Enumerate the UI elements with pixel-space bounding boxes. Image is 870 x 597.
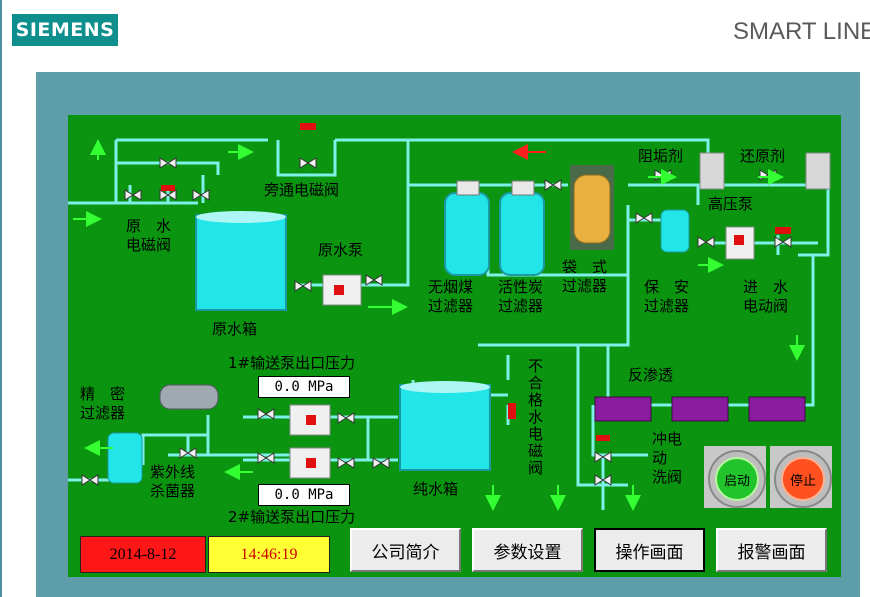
ro-membranes bbox=[594, 396, 806, 422]
anthracite-filter-label: 无烟煤 过滤器 bbox=[428, 278, 474, 315]
transfer-pump-2 bbox=[289, 447, 331, 479]
operation-screen-button[interactable]: 操作画面 bbox=[594, 528, 705, 572]
carbon-filter-vessel bbox=[499, 180, 545, 276]
pressure-2-value: 0.0 MPa bbox=[258, 484, 350, 506]
uv-sterilizer bbox=[159, 384, 219, 410]
pure-water-tank-label: 纯水箱 bbox=[413, 480, 459, 498]
title-bar bbox=[0, 0, 870, 64]
product-name: SMART LINE bbox=[733, 18, 870, 45]
raw-water-tank bbox=[195, 211, 287, 311]
bag-filter-label: 袋 式 过滤器 bbox=[562, 258, 608, 295]
alarm-screen-button[interactable]: 报警画面 bbox=[716, 528, 827, 572]
stop-button-label: 停止 bbox=[781, 457, 825, 501]
uv-sterilizer-label: 紫外线 杀菌器 bbox=[150, 463, 196, 500]
process-diagram bbox=[68, 123, 832, 511]
parameter-settings-button[interactable]: 参数设置 bbox=[472, 528, 583, 572]
flush-valve-label: 冲电 动 洗阀 bbox=[652, 430, 683, 486]
ro-label: 反渗透 bbox=[628, 366, 674, 384]
precision-filter-label: 精 密 过滤器 bbox=[80, 385, 126, 422]
high-pressure-pump bbox=[725, 226, 755, 260]
pressure-1-value: 0.0 MPa bbox=[258, 376, 350, 398]
bag-filter-vessel bbox=[570, 165, 614, 250]
hp-pump-label: 高压泵 bbox=[708, 195, 754, 213]
process-screen: 旁通电磁阀 原 水 电磁阀 原水泵 原水箱 无烟煤 过滤器 活性炭 过滤器 袋 … bbox=[68, 115, 841, 577]
reject-valve-label: 不 合 格 水 电 磁 阀 bbox=[528, 357, 544, 477]
time-display: 14:46:19 bbox=[208, 536, 330, 573]
pressure-2-label: 2#输送泵出口压力 bbox=[228, 508, 356, 526]
siemens-logo: SIEMENS bbox=[12, 14, 118, 46]
reductant-label: 还原剂 bbox=[740, 147, 786, 165]
carbon-filter-label: 活性炭 过滤器 bbox=[498, 278, 544, 315]
start-button-label: 启动 bbox=[715, 457, 759, 501]
raw-water-tank-label: 原水箱 bbox=[212, 320, 258, 338]
valve-actuators bbox=[161, 123, 791, 441]
pressure-1-label: 1#输送泵出口压力 bbox=[228, 354, 356, 372]
company-intro-button[interactable]: 公司简介 bbox=[350, 528, 461, 572]
frame-edge bbox=[0, 0, 2, 597]
stop-button[interactable]: 停止 bbox=[774, 450, 832, 508]
precision-filter-vessel bbox=[107, 432, 143, 484]
antiscalant-label: 阻垢剂 bbox=[638, 147, 684, 165]
bypass-valve-label: 旁通电磁阀 bbox=[264, 181, 340, 199]
raw-water-valve-label: 原 水 电磁阀 bbox=[126, 217, 172, 254]
start-button[interactable]: 启动 bbox=[708, 450, 766, 508]
safety-filter-label: 保 安 过滤器 bbox=[644, 278, 690, 315]
pure-water-tank bbox=[399, 381, 491, 471]
raw-water-pump-label: 原水泵 bbox=[318, 241, 364, 259]
chemical-tanks bbox=[699, 152, 831, 190]
inlet-valve-label: 进 水 电动阀 bbox=[743, 278, 789, 315]
transfer-pump-1 bbox=[289, 404, 331, 436]
raw-water-pump bbox=[322, 274, 362, 306]
safety-filter-vessel bbox=[660, 209, 690, 253]
date-display: 2014-8-12 bbox=[80, 536, 206, 573]
flow-arrows bbox=[73, 139, 805, 511]
anthracite-filter-vessel bbox=[444, 180, 490, 276]
